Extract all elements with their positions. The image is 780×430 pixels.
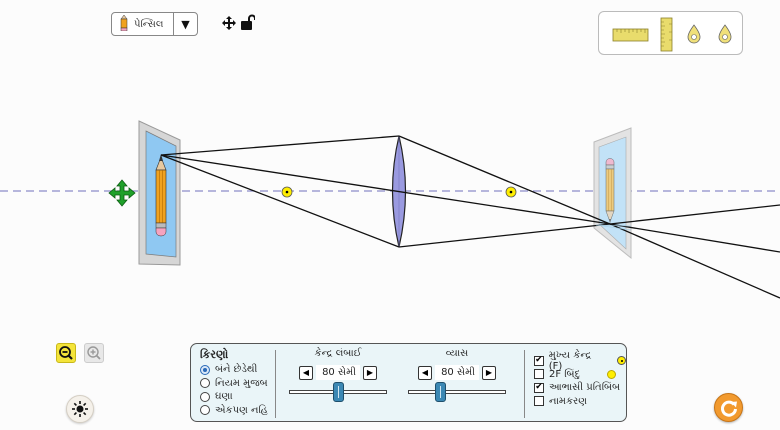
ray-top-in xyxy=(160,135,400,156)
ray-center xyxy=(160,154,611,225)
increment-button[interactable]: ▶ xyxy=(482,365,496,380)
triangle-down-icon[interactable]: ▼ xyxy=(173,13,197,35)
2f-point-marker-icon xyxy=(607,369,617,379)
diameter-value[interactable]: 80 સેમી xyxy=(435,365,479,380)
control-panel: કિરણો બંને છેડેથી નિયમ મુજબ ઘણા એકપણ નહિ… xyxy=(190,343,627,422)
curvature-value[interactable]: 80 સેમી xyxy=(316,365,360,380)
object-selector-label: પેન્સિલ xyxy=(134,18,164,30)
image-pencil xyxy=(605,158,615,224)
checkbox-label: નામકરણ xyxy=(549,395,587,407)
unlock-icon[interactable] xyxy=(241,14,256,35)
radio-button[interactable] xyxy=(200,364,210,375)
slider-track[interactable] xyxy=(408,382,506,402)
rays-title: કિરણો xyxy=(200,348,229,361)
divider xyxy=(524,350,525,418)
slider-thumb[interactable] xyxy=(333,382,344,402)
diameter-slider-group: વ્યાસ ◀ 80 સેમી ▶ xyxy=(407,348,507,402)
ray-continue-1 xyxy=(609,204,780,225)
checkbox[interactable]: ✔ xyxy=(534,382,544,393)
slider-title: વ્યાસ xyxy=(445,348,469,359)
virtual-image-checkbox-row[interactable]: ✔ આભાસી પ્રતિબિંબ xyxy=(534,381,626,395)
checkbox[interactable] xyxy=(534,396,544,407)
radio-button[interactable] xyxy=(200,405,210,416)
focal-point-checkbox-row[interactable]: ✔ મુખ્ય કેન્દ્ર (F) xyxy=(534,350,627,372)
decrement-button[interactable]: ◀ xyxy=(418,365,432,380)
slider-title: કેન્દ્ર લંબાઈ xyxy=(314,348,362,359)
zoom-out-button[interactable] xyxy=(56,343,76,363)
labels-checkbox-row[interactable]: નામકરણ xyxy=(534,395,626,409)
move-object-handle-icon[interactable] xyxy=(108,179,136,207)
ray-top-out xyxy=(398,135,611,225)
ray-continue-3 xyxy=(609,223,780,299)
light-source-icon xyxy=(72,401,88,417)
checkbox-label: મુખ્ય કેન્દ્ર (F) xyxy=(548,349,592,372)
focal-point-left xyxy=(281,186,293,198)
divider xyxy=(275,350,276,418)
light-source-button[interactable] xyxy=(66,395,94,423)
radio-label: એકપણ નહિ xyxy=(215,404,268,416)
increment-button[interactable]: ▶ xyxy=(363,365,377,380)
radio-button[interactable] xyxy=(200,378,210,389)
slider-thumb[interactable] xyxy=(435,382,447,402)
reset-icon xyxy=(720,400,737,417)
point-marker-icon[interactable] xyxy=(687,24,701,44)
checkbox-label: આભાસી પ્રતિબિંબ xyxy=(549,382,621,394)
radio-label: બંને છેડેથી xyxy=(215,364,258,376)
rays-option-marginal[interactable]: બંને છેડેથી xyxy=(200,363,268,377)
slider-track[interactable] xyxy=(289,382,387,402)
horizontal-ruler-icon[interactable] xyxy=(612,28,649,42)
zoom-in-button[interactable] xyxy=(84,343,104,363)
rays-option-many[interactable]: ઘણા xyxy=(200,390,268,404)
vertical-ruler-icon[interactable] xyxy=(660,17,673,52)
object-selector-dropdown[interactable]: પેન્સિલ ▼ xyxy=(111,12,198,36)
radio-label: નિયમ મુજબ xyxy=(215,377,268,389)
display-options: ✔ મુખ્ય કેન્દ્ર (F) 2F બિંદુ ✔ આભાસી પ્ર… xyxy=(534,350,627,409)
rays-option-none[interactable]: એકપણ નહિ xyxy=(200,404,268,418)
ray-continue-2 xyxy=(609,223,780,253)
ray-bottom-out xyxy=(398,223,611,248)
checkbox[interactable] xyxy=(534,369,544,380)
focal-point-marker-icon xyxy=(617,356,627,366)
decrement-button[interactable]: ◀ xyxy=(299,365,313,380)
checkbox-label: 2F બિંદુ xyxy=(549,368,581,380)
focal-point-right xyxy=(505,186,517,198)
light-rays xyxy=(160,135,780,299)
radio-label: ઘણા xyxy=(215,391,233,403)
object-pencil[interactable] xyxy=(155,154,167,237)
radio-button[interactable] xyxy=(200,391,210,402)
rays-radio-group: કિરણો બંને છેડેથી નિયમ મુજબ ઘણા એકપણ નહિ xyxy=(200,348,268,417)
zoom-in-icon xyxy=(87,346,101,360)
reset-all-button[interactable] xyxy=(714,393,743,422)
checkbox[interactable]: ✔ xyxy=(534,355,544,366)
move-icon[interactable] xyxy=(221,15,237,35)
point-marker-icon[interactable] xyxy=(718,24,732,44)
rays-option-principal[interactable]: નિયમ મુજબ xyxy=(200,377,268,391)
virtual-rays xyxy=(595,224,632,231)
curvature-slider-group: કેન્દ્ર લંબાઈ ◀ 80 સેમી ▶ xyxy=(288,348,388,402)
zoom-out-icon xyxy=(59,346,73,360)
object-selector-value[interactable]: પેન્સિલ xyxy=(112,13,173,35)
2f-point-checkbox-row[interactable]: 2F બિંદુ xyxy=(534,368,626,382)
pencil-icon xyxy=(120,14,128,34)
ray-bottom-in xyxy=(160,154,400,248)
measurement-toolbox xyxy=(598,11,743,55)
